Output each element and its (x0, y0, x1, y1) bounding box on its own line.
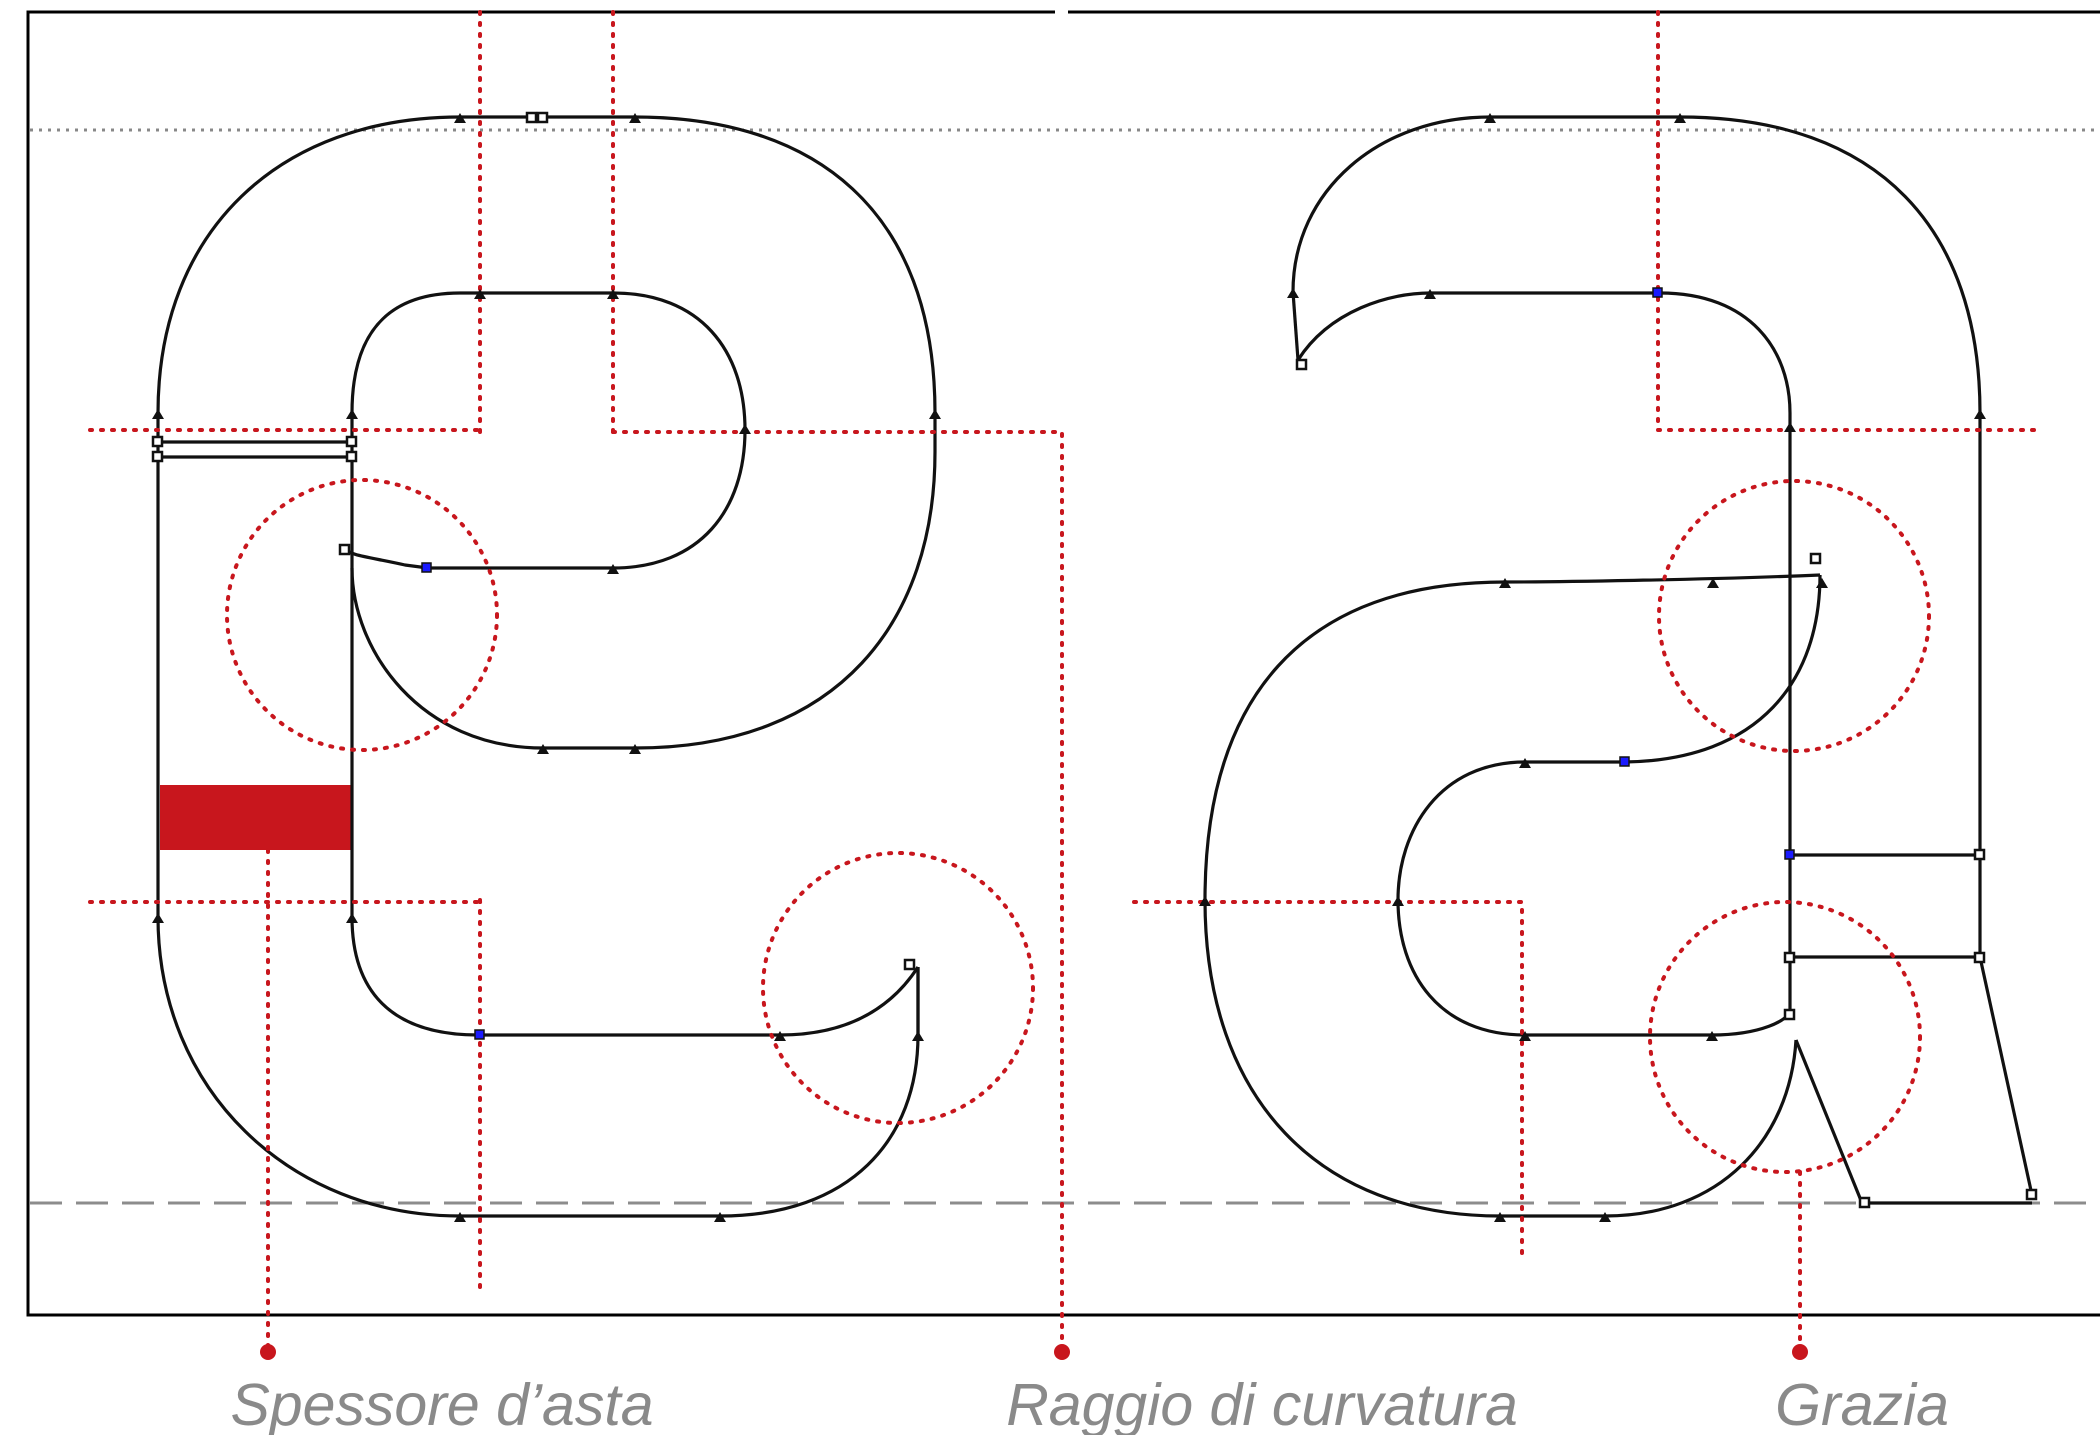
metric-lines (30, 128, 2100, 1205)
caption-curve-radius: Raggio di curvatura (1006, 1372, 1518, 1435)
pointer-dot-serif (1792, 1344, 1808, 1360)
stem-thickness-bar (160, 785, 352, 850)
curve-point-markers (152, 113, 1986, 1222)
anchor-nodes (151, 111, 2038, 1209)
selected-nodes (421, 287, 1795, 1040)
caption-pointers (260, 1344, 1808, 1360)
caption-stem-thickness: Spessore d’asta (230, 1372, 653, 1435)
pointer-dot-stem (260, 1344, 276, 1360)
glyph-e-outline (156, 115, 937, 1218)
glyph-a-outline (1203, 115, 2034, 1218)
caption-serif: Grazia (1775, 1372, 1949, 1435)
pointer-dot-curve (1054, 1344, 1070, 1360)
construction-guides (88, 10, 2044, 1354)
